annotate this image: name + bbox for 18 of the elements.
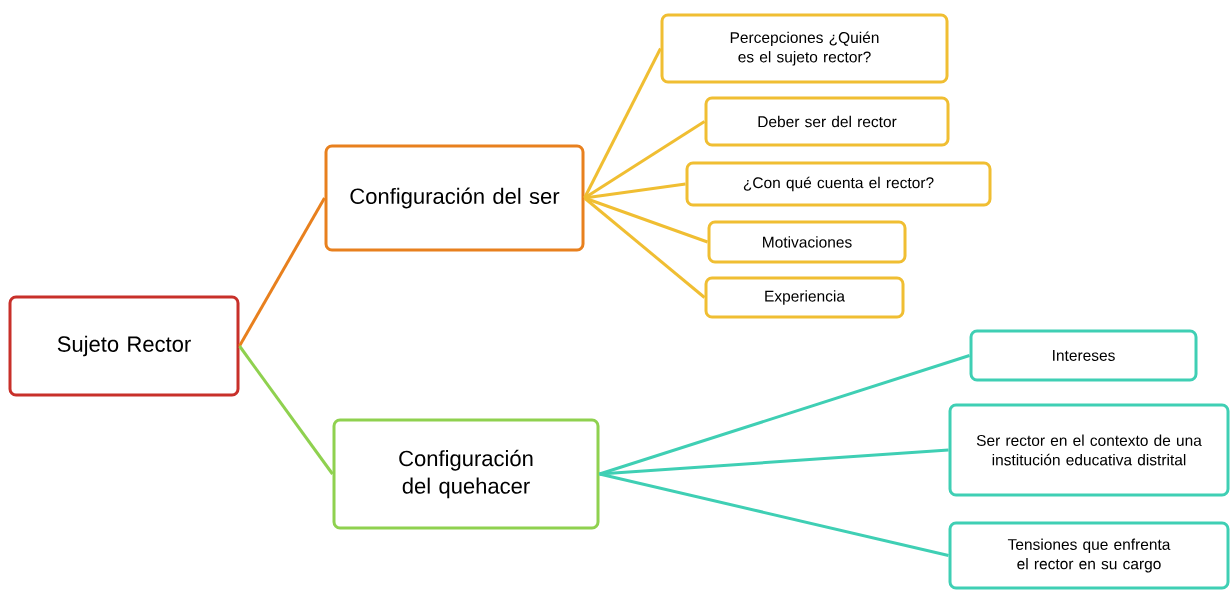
leaf-box: ¿Con qué cuenta el rector? [685,161,992,207]
leaf-box: Intereses [969,329,1198,382]
leaf-box: Deber ser del rector [704,96,950,147]
connector-line [599,448,949,476]
leaf-box: Percepciones ¿Quién es el sujeto rector? [660,13,949,84]
branch-box: Configuración del ser [324,144,585,252]
connector-line [583,47,662,199]
connector-line [583,196,706,299]
connector-line [599,472,949,557]
connector-line [238,197,326,347]
leaf-box: Tensiones que enfrenta el rector en su cargo [948,521,1230,590]
root-box: Sujeto Rector [8,295,240,397]
leaf-box: Experiencia [704,276,905,319]
connector-line [584,182,686,200]
leaf-box: Ser rector en el contexto de una institución educativa distrital [948,403,1230,497]
leaf-box: Motivaciones [707,220,907,264]
connector-line [238,345,334,475]
branch-box: Configuración del quehacer [332,418,600,530]
